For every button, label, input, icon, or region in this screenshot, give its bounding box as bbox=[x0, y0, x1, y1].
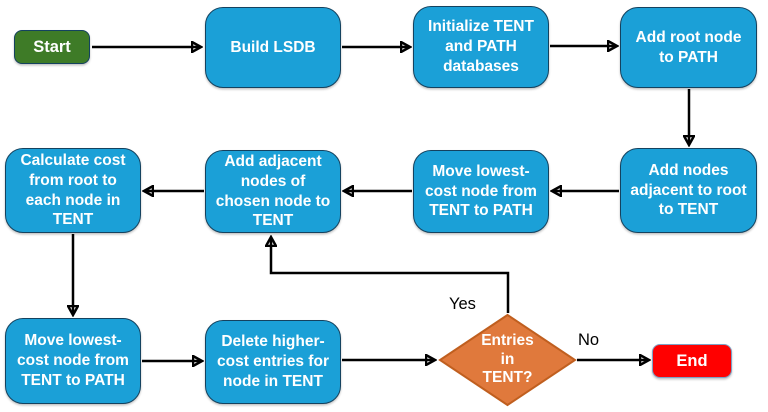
flow-node-build-lsdb-label: Build LSDB bbox=[230, 38, 316, 56]
flow-node-add-root-to-path: Add root node to PATH bbox=[620, 7, 757, 88]
decision-diamond-shape bbox=[438, 313, 577, 407]
flow-node-add-root-to-path-label: Add root node to PATH bbox=[635, 28, 742, 66]
flow-node-end-label: End bbox=[676, 351, 708, 370]
flow-node-entries-in-tent-label: Entries in TENT? bbox=[481, 331, 534, 387]
flow-node-init-databases: Initialize TENT and PATH databases bbox=[413, 6, 549, 88]
edge-label-no: No bbox=[578, 331, 600, 349]
edge-label-yes: Yes bbox=[449, 295, 476, 313]
flow-node-move-lowest-cost-lower-label: Move lowest- cost node from TENT to PATH bbox=[17, 332, 129, 389]
flow-node-start: Start bbox=[14, 30, 90, 64]
flow-node-delete-higher-cost-label: Delete higher- cost entries for node in … bbox=[217, 333, 329, 390]
flow-node-add-adjacent-nodes-label: Add adjacent nodes of chosen node to TEN… bbox=[215, 153, 331, 230]
flow-node-build-lsdb: Build LSDB bbox=[205, 7, 341, 88]
flow-node-entries-in-tent-decision: Entries in TENT? bbox=[438, 313, 577, 407]
connector-decision-yes-to-add-adjacent bbox=[271, 238, 510, 313]
flow-node-start-label: Start bbox=[33, 37, 71, 56]
flow-node-delete-higher-cost: Delete higher- cost entries for node in … bbox=[205, 320, 341, 404]
flow-node-calculate-cost: Calculate cost from root to each node in… bbox=[5, 148, 141, 233]
flow-node-add-nodes-adjacent-root: Add nodes adjacent to root to TENT bbox=[620, 148, 757, 233]
flow-node-add-nodes-adjacent-root-label: Add nodes adjacent to root to TENT bbox=[630, 161, 747, 219]
flow-node-move-lowest-cost-upper: Move lowest- cost node from TENT to PATH bbox=[413, 150, 549, 233]
flow-node-init-databases-label: Initialize TENT and PATH databases bbox=[428, 18, 534, 75]
flow-node-move-lowest-cost-upper-label: Move lowest- cost node from TENT to PATH bbox=[425, 162, 537, 220]
flow-node-end: End bbox=[652, 344, 732, 378]
flow-node-calculate-cost-label: Calculate cost from root to each node in… bbox=[20, 152, 126, 229]
flow-node-move-lowest-cost-lower: Move lowest- cost node from TENT to PATH bbox=[5, 318, 141, 404]
flow-node-add-adjacent-nodes: Add adjacent nodes of chosen node to TEN… bbox=[205, 150, 341, 233]
